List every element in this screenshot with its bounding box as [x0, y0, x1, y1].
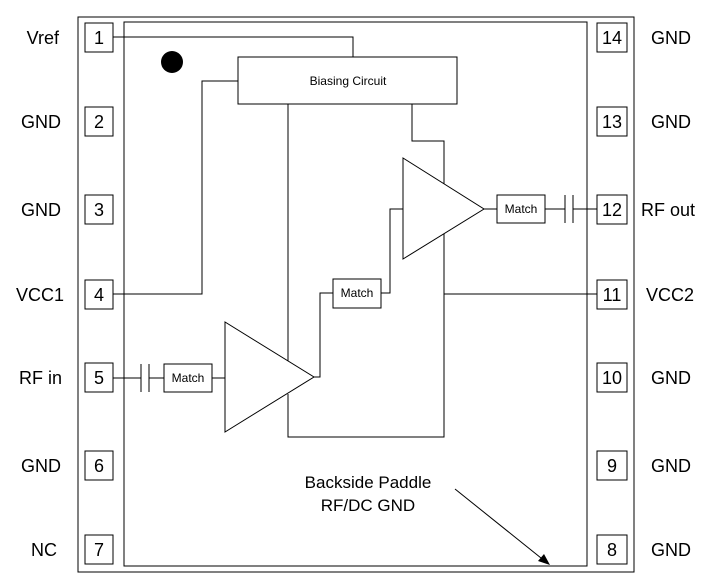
- pin-11-number: 11: [603, 285, 622, 305]
- match-interstage-label: Match: [341, 286, 374, 300]
- pin-5-label: RF in: [19, 368, 62, 388]
- pin-8-number: 8: [607, 540, 617, 560]
- amplifier-stage2: [402, 157, 485, 260]
- vref-trace: [113, 36, 354, 57]
- package-outline: [77, 16, 635, 573]
- pin-9-number: 9: [607, 456, 617, 476]
- pin-1-number: 1: [94, 28, 104, 48]
- paddle-arrow-head: [538, 554, 550, 565]
- pin-14-number: 14: [602, 28, 622, 48]
- pin-7-label: NC: [31, 540, 57, 560]
- pin-1-label: Vref: [27, 28, 60, 48]
- vcc1-trace: [113, 80, 238, 295]
- pin-4-label: VCC1: [16, 285, 64, 305]
- pin-6-number: 6: [94, 456, 104, 476]
- pin-10-label: GND: [651, 368, 691, 388]
- pin-12-number: 12: [602, 200, 622, 220]
- pin-2-number: 2: [94, 112, 104, 132]
- pin-14-label: GND: [651, 28, 691, 48]
- pin-3-label: GND: [21, 200, 61, 220]
- pin-5-number: 5: [94, 368, 104, 388]
- pin-14: 14 GND: [596, 22, 691, 53]
- pin-7: 7 NC: [31, 534, 114, 565]
- pin-1: 1 Vref: [27, 22, 114, 53]
- pin-4: 4 VCC1: [16, 279, 114, 310]
- pin-8: 8 GND: [596, 534, 691, 565]
- paddle-arrow-line: [454, 488, 547, 563]
- pin-11: 11 VCC2: [596, 279, 694, 310]
- match-input-label: Match: [172, 371, 205, 385]
- pin-13-label: GND: [651, 112, 691, 132]
- pin-7-number: 7: [94, 540, 104, 560]
- pin-8-label: GND: [651, 540, 691, 560]
- pin-4-number: 4: [94, 285, 104, 305]
- pin-13: 13 GND: [596, 106, 691, 137]
- pin-12: 12 RF out: [596, 194, 695, 225]
- bias-stage2-trace: [287, 104, 445, 438]
- match-input-block: [163, 363, 213, 393]
- pin-6-label: GND: [21, 456, 61, 476]
- pin-10: 10 GND: [596, 362, 691, 393]
- pin1-indicator-dot: [161, 51, 183, 73]
- pin-2: 2 GND: [21, 106, 114, 137]
- stage1-output-trace: [314, 292, 333, 378]
- pin-12-label: RF out: [641, 200, 695, 220]
- pin-10-number: 10: [602, 368, 622, 388]
- pin-3-number: 3: [94, 200, 104, 220]
- biasing-circuit-label: Biasing Circuit: [310, 74, 387, 88]
- pin-9-label: GND: [651, 456, 691, 476]
- pin-11-label: VCC2: [646, 285, 694, 305]
- biasing-circuit-block: [237, 56, 458, 105]
- pin-3: 3 GND: [21, 194, 114, 225]
- pin-9: 9 GND: [596, 450, 691, 481]
- amplifier-stage1: [224, 321, 315, 433]
- pin-5: 5 RF in: [19, 362, 114, 393]
- paddle-label-line2: RF/DC GND: [321, 496, 415, 515]
- pin-6: 6 GND: [21, 450, 114, 481]
- paddle-label-line1: Backside Paddle: [305, 473, 432, 492]
- match-output-label: Match: [505, 202, 538, 216]
- interstage-to-stage2-trace: [381, 208, 403, 294]
- pin-13-number: 13: [602, 112, 622, 132]
- pin-2-label: GND: [21, 112, 61, 132]
- match-interstage-block: [332, 278, 382, 309]
